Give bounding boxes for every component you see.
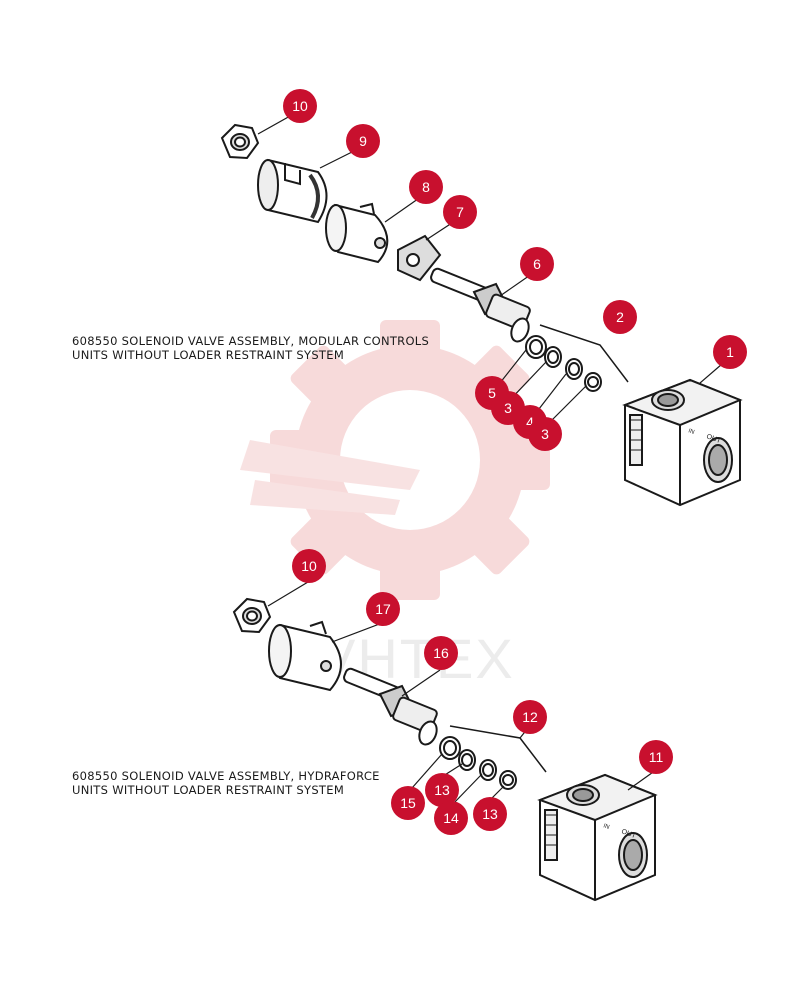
port-label-small-bottom: IN	[602, 823, 610, 831]
bottom-callout-17: 17	[366, 592, 400, 626]
bottom-callout-11: 11	[639, 740, 673, 774]
top-callout-8: 8	[409, 170, 443, 204]
caption-top-line1: 608550 SOLENOID VALVE ASSEMBLY, MODULAR …	[72, 334, 430, 348]
hex-nut-bottom	[232, 597, 272, 634]
port-label-small-top: IN	[687, 428, 695, 436]
callout-circle	[366, 592, 400, 626]
port-label-top: OUT	[705, 433, 722, 445]
callout-circle	[473, 797, 507, 831]
callout-number: 9	[359, 133, 367, 149]
callout-number: 10	[292, 98, 308, 114]
callout-circle	[409, 170, 443, 204]
caption-bottom: 608550 SOLENOID VALVE ASSEMBLY, HYDRAFOR…	[72, 769, 380, 797]
bottom-callout-12: 12	[513, 700, 547, 734]
assembly-top: OUT IN	[220, 110, 743, 507]
port-label-bottom: OUT	[620, 828, 637, 840]
top-callout-1: 1	[713, 335, 747, 369]
callout-number: 13	[434, 782, 450, 798]
bottom-callout-14: 14	[434, 801, 468, 835]
manifold-block-top: OUT IN	[622, 378, 743, 507]
top-callout-3: 3	[528, 417, 562, 451]
callout-circle	[513, 700, 547, 734]
callout-circle	[424, 636, 458, 670]
top-callout-9: 9	[346, 124, 380, 158]
assembly-bottom: OUT IN	[232, 581, 658, 902]
callout-circle	[434, 801, 468, 835]
callout-number: 6	[533, 256, 541, 272]
callout-circle	[391, 786, 425, 820]
caption-bottom-line2: UNITS WITHOUT LOADER RESTRAINT SYSTEM	[72, 783, 345, 797]
top-callout-7: 7	[443, 195, 477, 229]
spacer-plate	[397, 234, 442, 282]
callout-number: 7	[456, 204, 464, 220]
valve-cartridge-top	[430, 267, 531, 343]
callout-number: 8	[422, 179, 430, 195]
callout-number: 13	[482, 806, 498, 822]
callout-circle	[639, 740, 673, 774]
seal-rings-top	[525, 335, 602, 392]
caption-bottom-line1: 608550 SOLENOID VALVE ASSEMBLY, HYDRAFOR…	[72, 769, 380, 783]
callout-circle	[292, 549, 326, 583]
seal-rings-bottom	[439, 736, 517, 790]
solenoid-coil-top	[325, 202, 389, 264]
callout-number: 3	[541, 426, 549, 442]
callout-circle	[713, 335, 747, 369]
callout-circle	[346, 124, 380, 158]
callout-circle	[528, 417, 562, 451]
hex-nut-top	[220, 123, 260, 160]
callout-number: 4	[526, 414, 534, 430]
callout-number: 12	[522, 709, 538, 725]
solenoid-coil-bottom	[268, 620, 342, 692]
bottom-callout-13: 13	[473, 797, 507, 831]
caption-top-line2: UNITS WITHOUT LOADER RESTRAINT SYSTEM	[72, 348, 345, 362]
callout-number: 5	[488, 385, 496, 401]
watermark-gear-logo	[240, 320, 550, 600]
caption-top: 608550 SOLENOID VALVE ASSEMBLY, MODULAR …	[72, 334, 429, 362]
manifold-block-bottom: OUT IN	[537, 773, 658, 902]
callout-number: 2	[616, 309, 624, 325]
callout-circle	[283, 89, 317, 123]
callout-number: 1	[726, 344, 734, 360]
top-callout-6: 6	[520, 247, 554, 281]
bottom-callout-10: 10	[292, 549, 326, 583]
top-callout-10: 10	[283, 89, 317, 123]
callout-circle	[425, 773, 459, 807]
callout-number: 15	[400, 795, 416, 811]
callout-number: 11	[649, 749, 664, 765]
bottom-callout-16: 16	[424, 636, 458, 670]
callout-number: 17	[375, 601, 391, 617]
callout-circle	[603, 300, 637, 334]
callout-circle	[520, 247, 554, 281]
callout-circle	[443, 195, 477, 229]
top-callout-2: 2	[603, 300, 637, 334]
bottom-callout-13: 13	[425, 773, 459, 807]
callout-number: 3	[504, 400, 512, 416]
callout-number: 14	[443, 810, 459, 826]
callout-number: 10	[301, 558, 317, 574]
coil-cover-sleeve	[257, 158, 328, 224]
bottom-callout-15: 15	[391, 786, 425, 820]
callout-number: 16	[433, 645, 449, 661]
